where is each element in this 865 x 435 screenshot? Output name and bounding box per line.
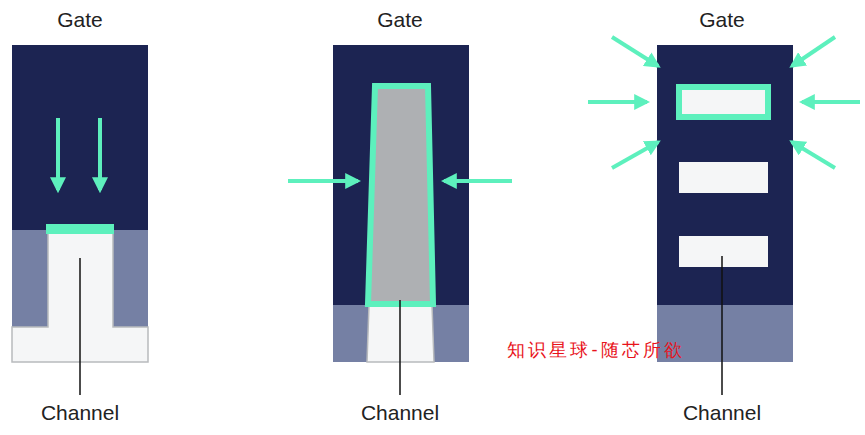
gate-label: Gate xyxy=(699,7,745,32)
field-arrow xyxy=(612,37,658,66)
gate-block xyxy=(657,45,793,305)
gate-block xyxy=(12,45,148,230)
gate-block xyxy=(333,45,469,305)
watermark: 知识星球-随芯所欲 xyxy=(507,339,684,361)
finfet-transistor xyxy=(288,45,512,395)
gate-label: Gate xyxy=(377,7,423,32)
channel-label: Channel xyxy=(683,400,761,425)
fin-channel xyxy=(368,86,433,304)
channel-label: Channel xyxy=(361,400,439,425)
field-arrow xyxy=(288,179,358,183)
leader-line xyxy=(79,258,81,395)
gate-label: Gate xyxy=(57,7,103,32)
field-arrow xyxy=(792,142,835,168)
nanosheet xyxy=(679,87,768,117)
leader-line xyxy=(399,300,401,395)
nanosheet xyxy=(679,236,768,267)
field-arrow xyxy=(792,37,835,66)
substrate xyxy=(333,305,469,362)
field-arrow xyxy=(588,100,647,104)
field-arrow xyxy=(802,100,860,104)
field-arrow xyxy=(98,118,102,190)
leader-line xyxy=(721,256,723,395)
gate-contact xyxy=(46,224,114,234)
planar-transistor xyxy=(12,45,148,395)
channel-label: Channel xyxy=(41,400,119,425)
field-arrow xyxy=(612,142,658,168)
nanosheet xyxy=(679,162,768,193)
field-arrow xyxy=(444,179,512,183)
field-arrow xyxy=(56,118,60,190)
